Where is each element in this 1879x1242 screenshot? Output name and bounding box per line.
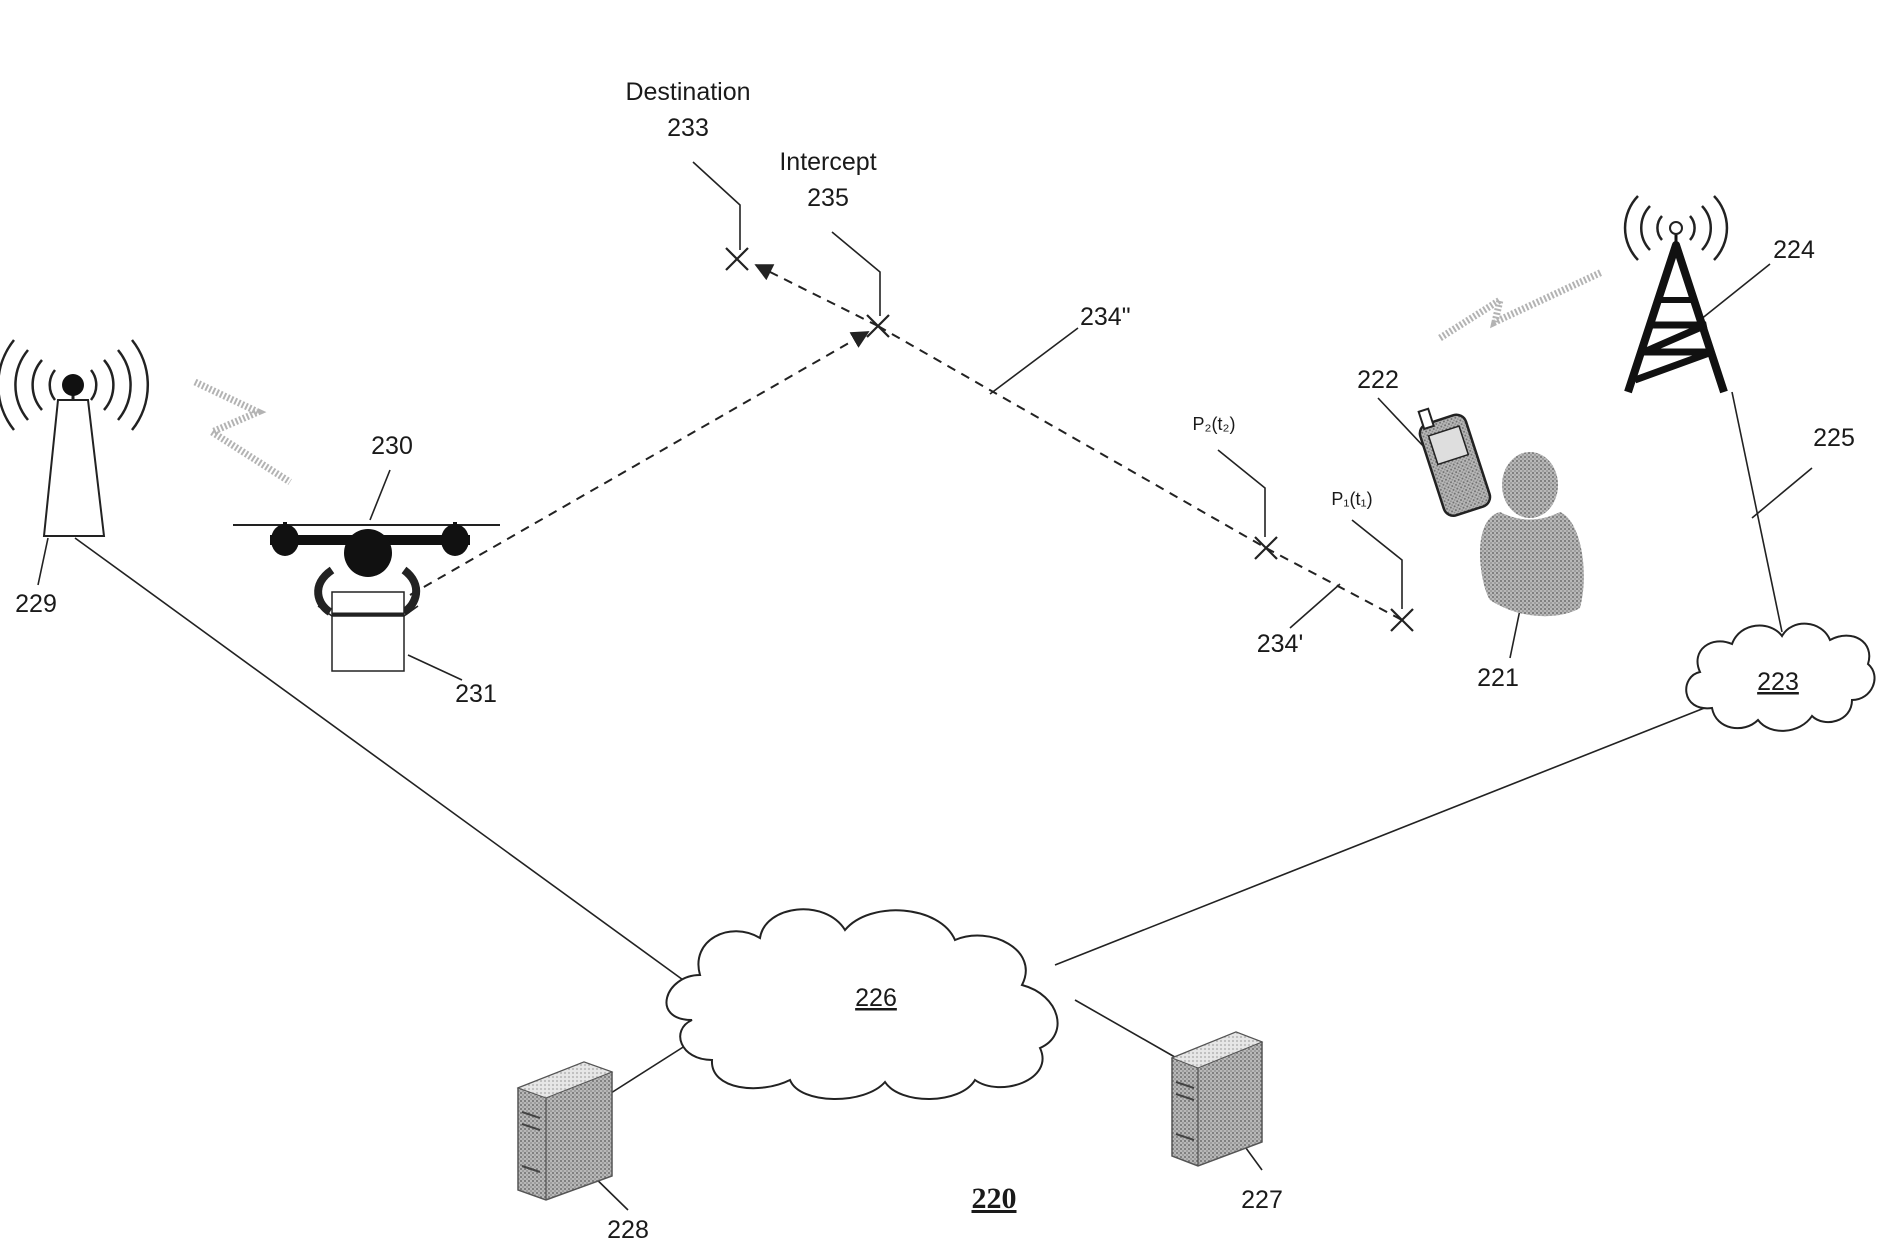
mobile-phone-icon (1413, 399, 1493, 518)
label-link-225: 225 (1813, 424, 1855, 452)
server-icon (518, 1062, 612, 1200)
label-phone: 222 (1357, 366, 1399, 394)
wireless-link-icon (195, 382, 290, 482)
person-icon (1480, 452, 1584, 616)
link-cloud-to-right-server (1075, 1000, 1180, 1060)
label-destination-word: Destination (625, 78, 750, 106)
waypoint-destination (726, 248, 748, 270)
cell-tower-icon (1625, 196, 1727, 392)
leader-base-station (38, 538, 48, 585)
leader-p2 (1218, 450, 1265, 537)
label-p1: P₁(t₁) (1331, 489, 1372, 509)
label-path-234-prime: 234' (1257, 630, 1303, 658)
label-server-left: 228 (607, 1216, 649, 1242)
leader-drone (370, 470, 390, 520)
leader-234-double-prime (990, 328, 1078, 394)
base-station-icon (0, 340, 148, 536)
leader-p1 (1352, 520, 1402, 609)
figure-number: 220 (972, 1182, 1017, 1215)
label-tower: 224 (1773, 236, 1815, 264)
leader-phone (1378, 398, 1425, 448)
leader-intercept (832, 232, 880, 316)
link-tower-to-small-cloud (1732, 392, 1782, 632)
label-path-234-double-prime: 234" (1080, 303, 1131, 331)
label-p2: P₂(t₂) (1193, 414, 1236, 434)
path-drone-to-intercept (410, 332, 868, 595)
leader-234-prime (1290, 584, 1340, 628)
label-server-right: 227 (1241, 1186, 1283, 1214)
wireless-link-icon (1440, 272, 1602, 338)
waypoint-intercept (867, 315, 889, 337)
waypoint-p2 (1255, 537, 1277, 559)
waypoint-p1 (1391, 609, 1413, 631)
path-intercept-to-destination (756, 265, 878, 326)
path-234-prime (1266, 548, 1402, 620)
leader-destination (693, 162, 740, 250)
label-intercept-number: 235 (807, 184, 849, 212)
leader-package (408, 655, 462, 680)
label-cloud-223: 223 (1757, 668, 1799, 696)
label-drone: 230 (371, 432, 413, 460)
path-234-double-prime (878, 326, 1266, 548)
label-person: 221 (1477, 664, 1519, 692)
leader-tower (1700, 264, 1770, 320)
server-icon (1172, 1032, 1262, 1166)
label-cloud-226: 226 (855, 984, 897, 1012)
link-cloud-to-small-cloud (1055, 705, 1712, 965)
label-destination-number: 233 (667, 114, 709, 142)
label-package: 231 (455, 680, 497, 708)
label-base-station: 229 (15, 590, 57, 618)
label-intercept-word: Intercept (779, 148, 876, 176)
flight-path (410, 265, 1402, 620)
package-icon (318, 592, 418, 671)
leader-225 (1752, 468, 1812, 518)
